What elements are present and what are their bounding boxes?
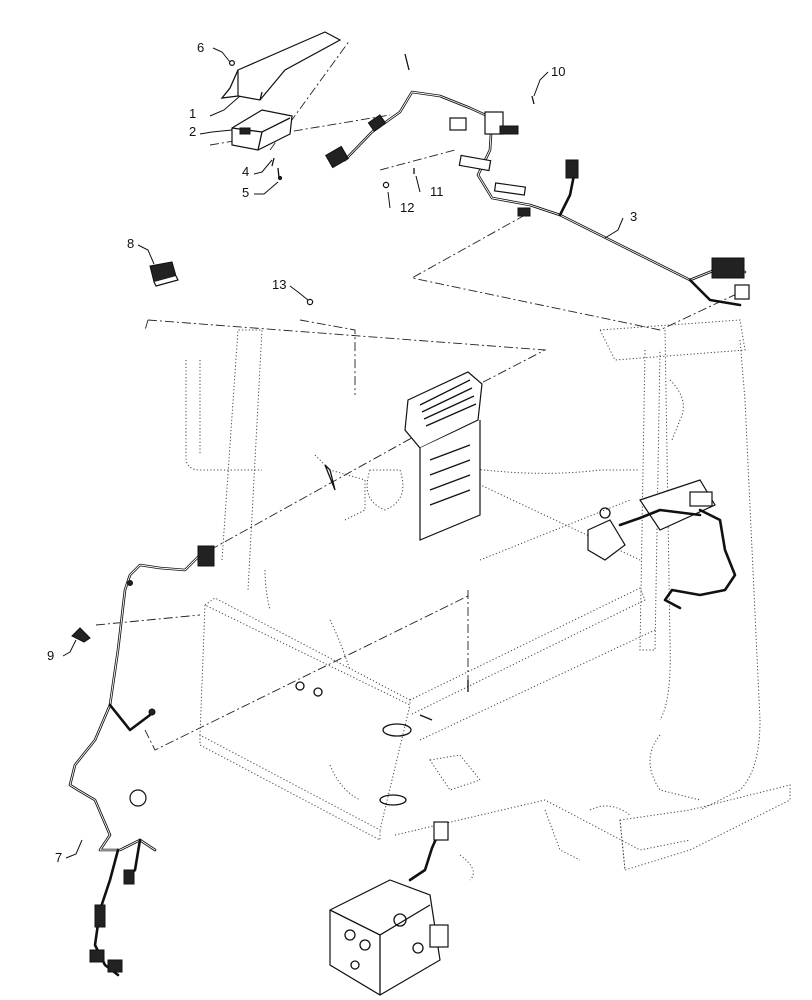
part-6-screw: [229, 59, 236, 66]
part-8-rocker-switch: [149, 261, 179, 287]
harness-pin: [404, 53, 410, 71]
callout-13: 13: [272, 277, 286, 292]
part-9-clip: [71, 627, 91, 643]
callout-5: 5: [242, 185, 249, 200]
callout-10: 10: [551, 64, 565, 79]
part-4-screw: [271, 157, 275, 167]
part-3-main-harness: [325, 90, 750, 307]
callout-11: 11: [430, 184, 444, 199]
callout-9: 9: [47, 648, 54, 663]
part-12-nut: [382, 181, 390, 189]
callout-4: 4: [242, 164, 249, 179]
callout-8: 8: [127, 236, 134, 251]
part-13-nut: [306, 298, 314, 306]
callout-labels: 1 2 3 4 5 6 7 8 9 10 11 12 13: [47, 40, 637, 865]
part-7-left-harness: [68, 545, 215, 977]
fasteners: [229, 53, 535, 306]
part-10-screw: [531, 95, 535, 105]
leader-lines: [62, 47, 624, 859]
part-2-control-module: [231, 109, 293, 151]
bottom-valve-block: [329, 821, 449, 996]
callout-2: 2: [189, 124, 196, 139]
callout-1: 1: [189, 106, 196, 121]
central-control-unit: [324, 371, 483, 541]
right-valve-assembly: [587, 479, 737, 610]
machine-frame: [185, 319, 791, 881]
callout-3: 3: [630, 209, 637, 224]
callout-7: 7: [55, 850, 62, 865]
part-1-cover-plate: [220, 31, 342, 101]
panel-grommets: [295, 680, 469, 806]
callout-6: 6: [197, 40, 204, 55]
callout-12: 12: [400, 200, 414, 215]
